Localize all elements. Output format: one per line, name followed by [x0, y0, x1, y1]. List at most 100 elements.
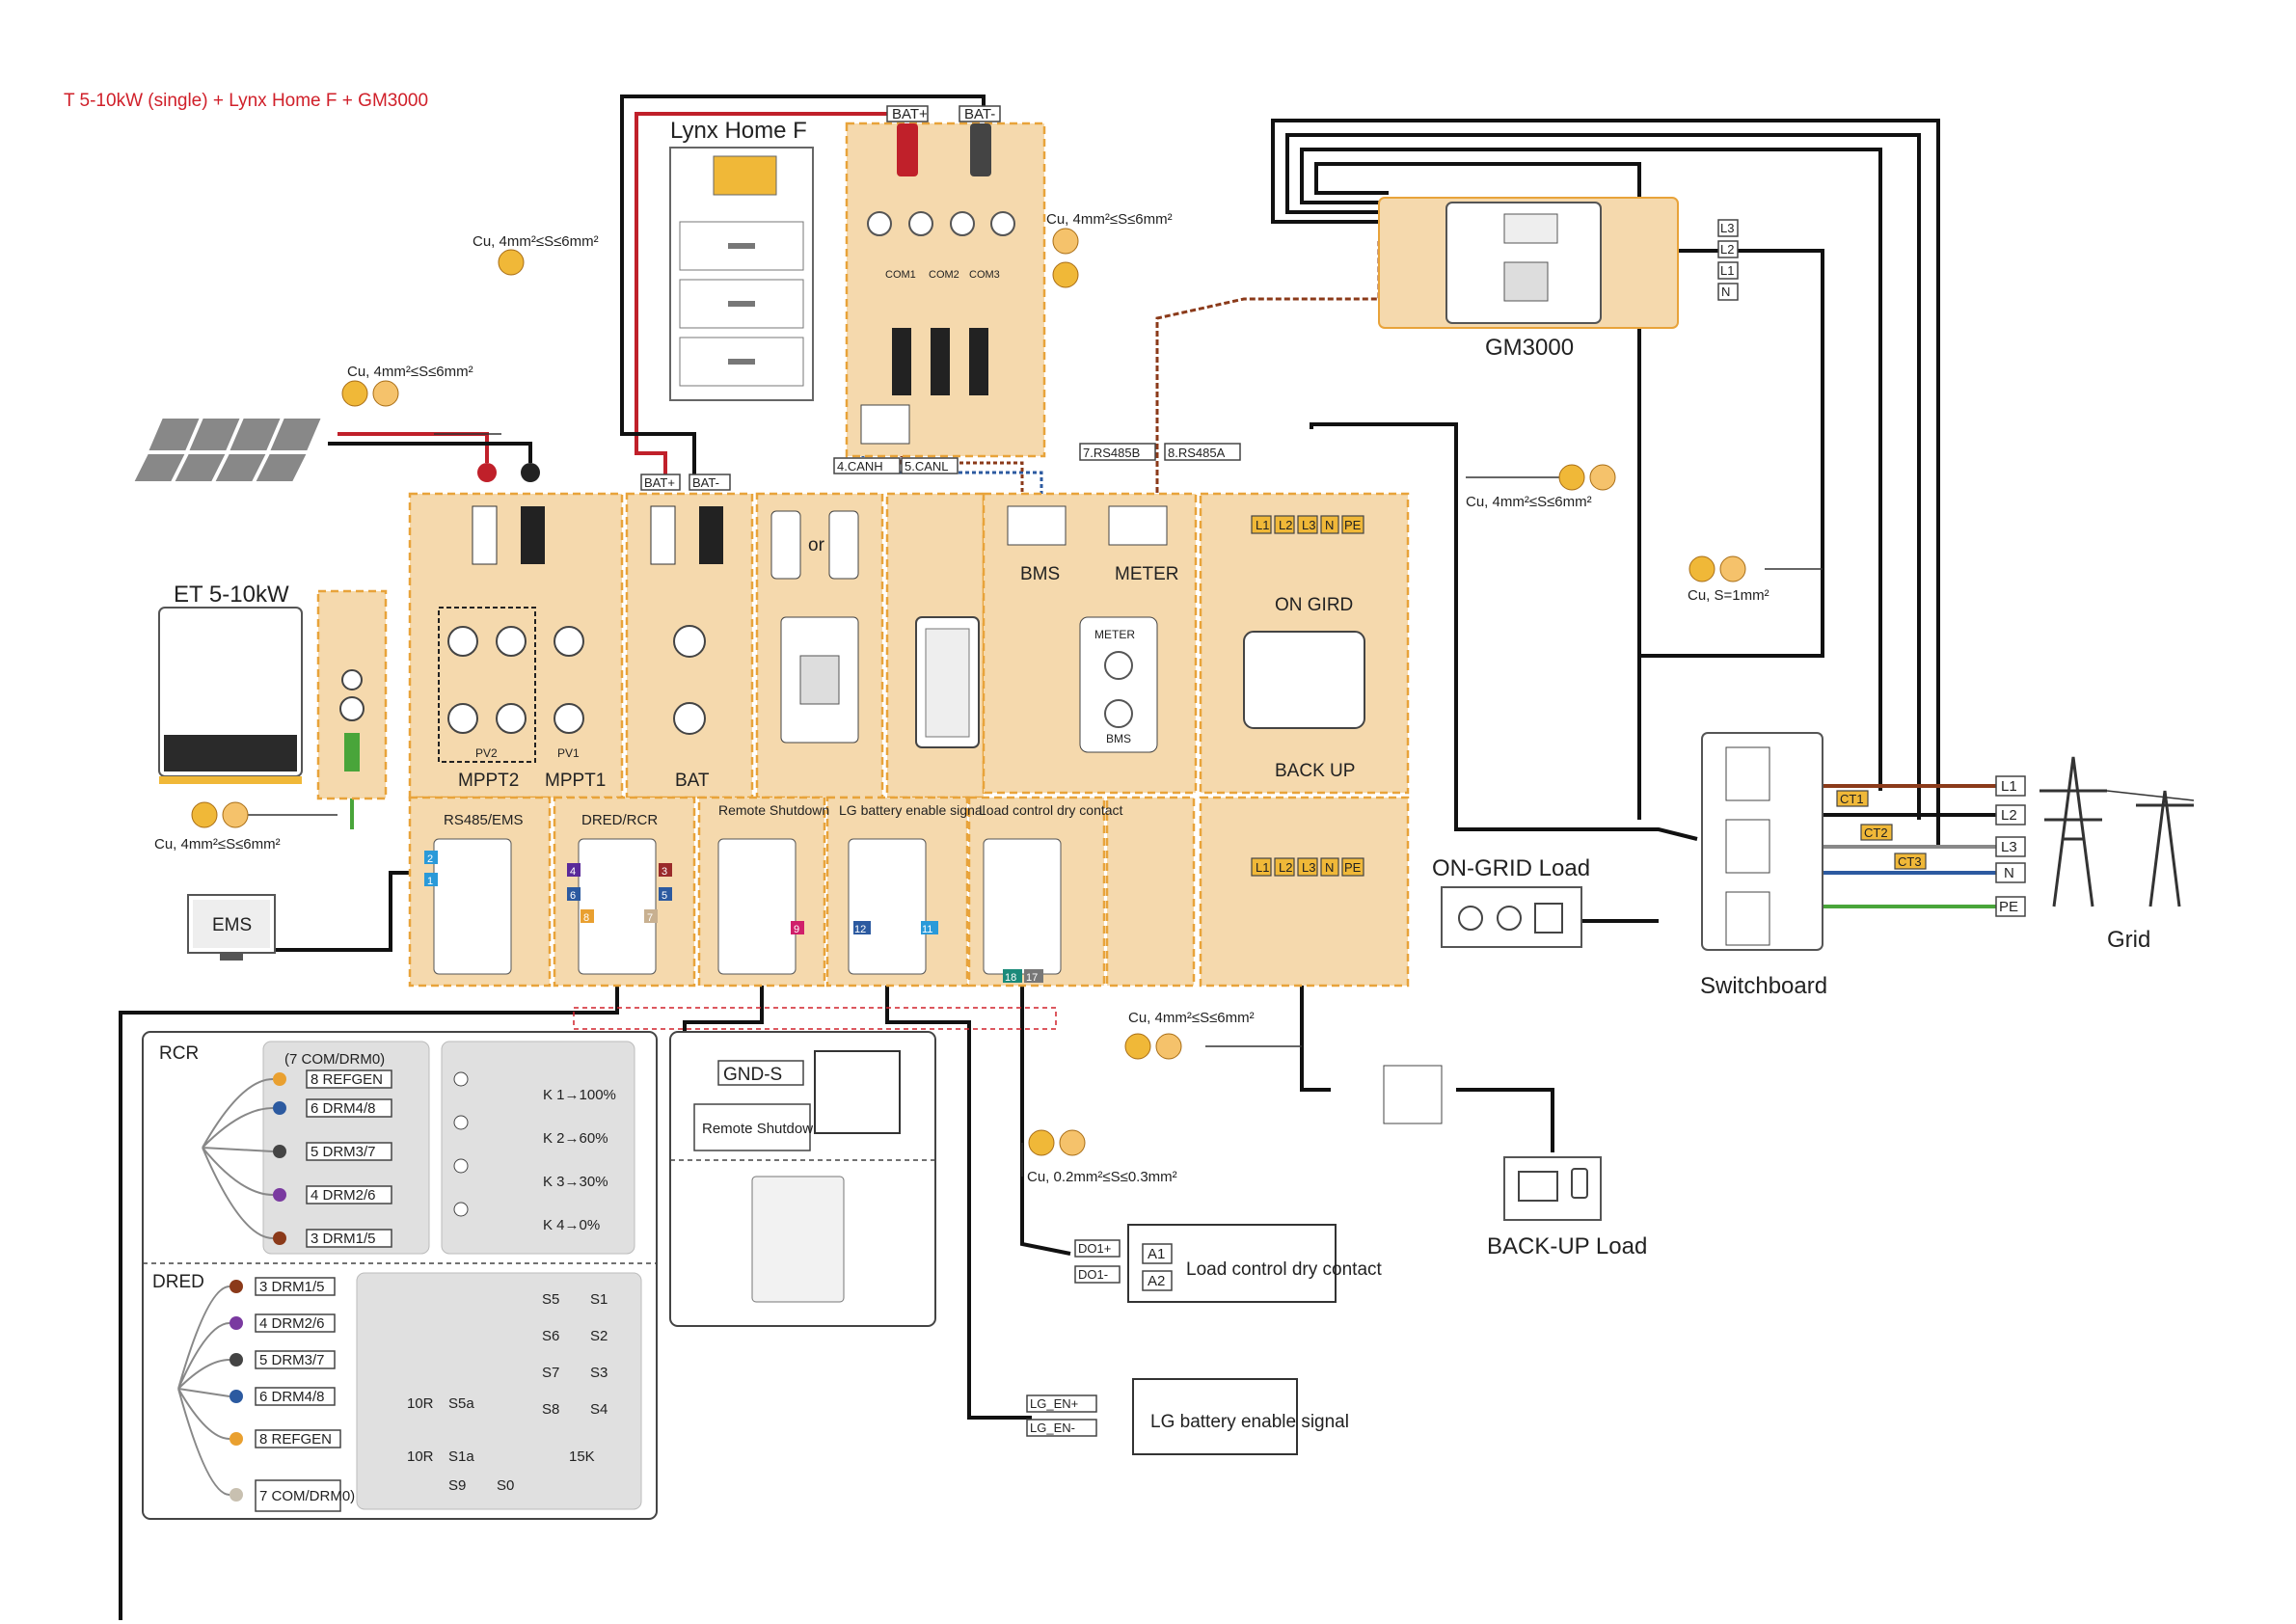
remote-shutdown-panel-label: Remote Shutdown — [718, 802, 829, 818]
mini-n: N — [1721, 284, 1730, 299]
rcr-title: RCR — [159, 1043, 199, 1064]
inv-bat-plus-label: BAT+ — [644, 475, 675, 490]
dred-switch-7: S4 — [590, 1401, 608, 1418]
dred-switch-6: S8 — [542, 1401, 559, 1418]
rcr-relay-1: K 2→60% — [543, 1130, 608, 1147]
rcr-relay-0: K 1→100% — [543, 1087, 616, 1103]
pin-18: 18 — [1005, 972, 1016, 984]
ground-terminal — [339, 669, 365, 771]
rcr-dred-box: RCR (7 COM/DRM0) 8 REFGEN 6 DRM4/8 5 DRM… — [142, 1031, 658, 1520]
inv-bat-minus-label: BAT- — [692, 475, 719, 490]
backup-l1: L1 — [1256, 860, 1269, 875]
rs485a-box — [1164, 443, 1241, 461]
mppt2-label: MPPT2 — [458, 771, 519, 791]
dred-switch-0: S5 — [542, 1291, 559, 1308]
a2-label: A2 — [1148, 1273, 1165, 1289]
meter-socket-label: METER — [1094, 628, 1135, 641]
rcr-relays: K 1→100% K 2→60% K 3→30% K 4→0% — [543, 1087, 616, 1233]
grid-line-labels: L1 L2 L3 N PE — [1995, 775, 2026, 917]
remote-shutdown-label: Remote Shutdown — [702, 1121, 821, 1137]
pv2-label: PV2 — [475, 746, 498, 760]
backup-pe: PE — [1344, 860, 1362, 875]
rcr-relay-3: K 4→0% — [543, 1217, 600, 1233]
mini-l2: L2 — [1720, 242, 1734, 257]
grid-l1: L1 — [2001, 778, 2017, 795]
load-control-label: Load control dry contact — [1186, 1259, 1383, 1280]
rs485-ems-label: RS485/EMS — [444, 812, 524, 828]
com2-label: COM2 — [929, 269, 959, 281]
mini-l3: L3 — [1720, 221, 1734, 235]
gm3000-label: GM3000 — [1485, 335, 1574, 361]
grid-label: Grid — [2107, 927, 2150, 953]
grid-tower-icon: Grid — [2039, 756, 2195, 953]
pv-cable-spec: Cu, 4mm²≤S≤6mm² — [341, 364, 473, 407]
ems-device: EMS — [187, 894, 276, 961]
ct-cable-spec-text: Cu, S=1mm² — [1688, 587, 1769, 604]
pin-11: 11 — [922, 924, 932, 935]
pv1-label: PV1 — [557, 746, 580, 760]
lg-en-minus-label: LG_EN- — [1030, 1421, 1075, 1435]
dred-switch-11: S0 — [497, 1477, 514, 1494]
dred-title: DRED — [152, 1272, 204, 1292]
dred-rcr-label: DRED/RCR — [581, 812, 658, 828]
battery-cable-spec-text: Cu, 4mm²≤S≤6mm² — [473, 233, 599, 250]
ongrid-pe: PE — [1344, 518, 1362, 532]
battery-ground-spec: Cu, 4mm²≤S≤6mm² — [1046, 211, 1173, 288]
ongrid-l2: L2 — [1279, 518, 1292, 532]
dred-switch-5: S3 — [590, 1365, 608, 1381]
switchboard-label: Switchboard — [1700, 973, 1827, 999]
comm-terminal-block — [915, 616, 980, 748]
bat-panel-label: BAT — [675, 771, 710, 791]
backup-n: N — [1325, 860, 1334, 875]
backup-l3: L3 — [1302, 860, 1315, 875]
dred-terminal-3: 6 DRM4/8 — [259, 1389, 325, 1405]
wifi-dongle-icon: or — [770, 510, 859, 744]
gnd-s-label: GND-S — [723, 1065, 782, 1085]
bms-meter-ports: BMS METER METER BMS — [1007, 505, 1179, 753]
ongrid-load-label: ON-GRID Load — [1432, 855, 1590, 881]
mini-l1: L1 — [1720, 263, 1734, 278]
pin-12: 12 — [854, 924, 866, 935]
load-control-cable-spec-text: Cu, 0.2mm²≤S≤0.3mm² — [1027, 1169, 1177, 1185]
pv-cable-spec-text: Cu, 4mm²≤S≤6mm² — [347, 364, 473, 380]
pin-3: 3 — [662, 866, 667, 878]
dred-terminals: 3 DRM1/5 4 DRM2/6 5 DRM3/7 6 DRM4/8 8 RE… — [255, 1277, 355, 1512]
lg-en-plus-label: LG_EN+ — [1030, 1396, 1078, 1411]
pin-1: 1 — [427, 876, 433, 887]
bms-socket-label: BMS — [1106, 732, 1131, 745]
load-control-panel-label: Load control dry contact — [979, 802, 1123, 818]
ground-cable-spec-text: Cu, 4mm²≤S≤6mm² — [154, 836, 281, 853]
inverter-bat-connectors: BAT+ BAT- BAT — [640, 474, 731, 791]
dred-resistor-2: 15K — [569, 1448, 595, 1465]
battery-label: Lynx Home F — [670, 118, 807, 144]
pin-5: 5 — [662, 890, 667, 902]
dred-switch-8: S5a — [448, 1395, 474, 1412]
backup-load: BACK-UP Load — [1487, 1156, 1647, 1259]
diagram-title: T 5-10kW (single) + Lynx Home F + GM3000 — [64, 91, 428, 111]
pin-4: 4 — [570, 866, 576, 878]
load-control-cable-spec: Cu, 0.2mm²≤S≤0.3mm² — [1027, 1129, 1177, 1185]
grid-pe: PE — [1999, 899, 2018, 915]
pin-9: 9 — [794, 924, 799, 935]
dred-switch-3: S2 — [590, 1328, 608, 1344]
a1-label: A1 — [1148, 1246, 1165, 1262]
ct2-label: CT2 — [1864, 826, 1888, 840]
rs485b-label: 7.RS485B — [1083, 446, 1140, 460]
rcr-terminals: 8 REFGEN 6 DRM4/8 5 DRM3/7 4 DRM2/6 3 DR… — [306, 1069, 392, 1248]
dred-terminal-4: 8 REFGEN — [259, 1431, 332, 1448]
ct-labels: CT1 CT2 CT3 — [1836, 790, 1927, 870]
dred-terminal-2: 5 DRM3/7 — [259, 1352, 325, 1368]
inverter-icon: ET 5-10kW — [158, 582, 303, 784]
ground-cable-spec: Cu, 4mm²≤S≤6mm² — [154, 801, 281, 853]
bat-plus-label: BAT+ — [892, 106, 928, 122]
dred-switch-4: S7 — [542, 1365, 559, 1381]
remote-shutdown-box: GND-S Remote Shutdown — [669, 1031, 936, 1327]
rs485a-label: 8.RS485A — [1168, 446, 1226, 460]
ct3-label: CT3 — [1898, 854, 1922, 869]
pin-7: 7 — [647, 912, 653, 924]
battery-ground-spec-text: Cu, 4mm²≤S≤6mm² — [1046, 211, 1173, 228]
pv-array-icon — [131, 417, 324, 483]
on-grid-label: ON GIRD — [1275, 595, 1353, 615]
battery-connection-panel: BAT+ BAT- COM1 COM2 COM3 4.CANH 5.CANL — [833, 105, 1046, 474]
